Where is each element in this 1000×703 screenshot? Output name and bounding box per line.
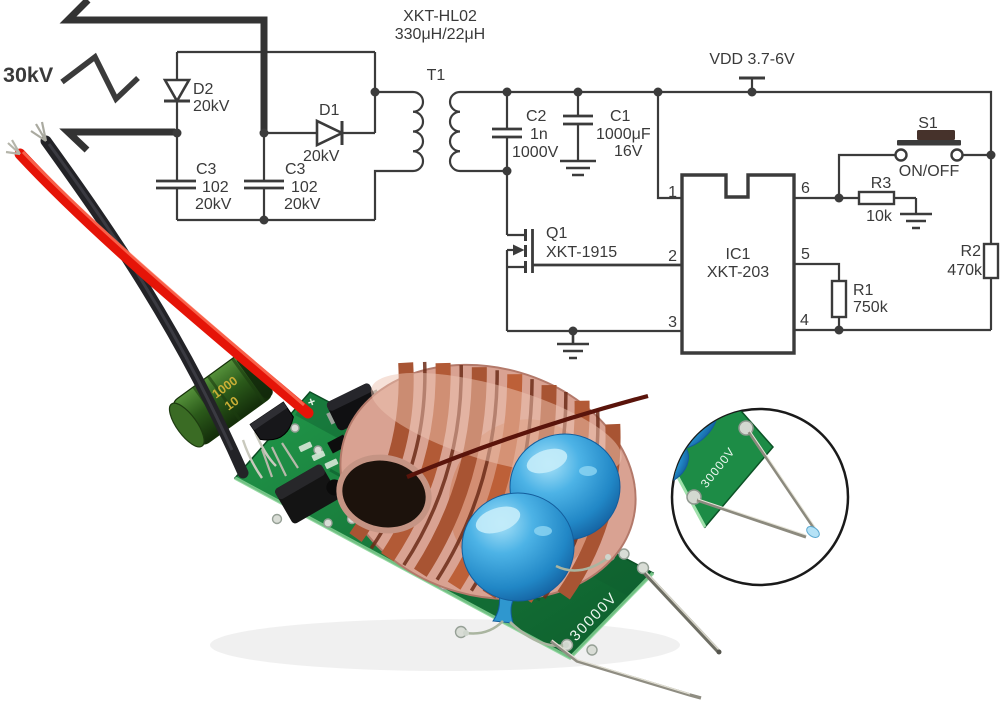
ic1-pin2-label: 2 [668,248,677,265]
q1-ref-label: Q1 [546,225,567,242]
t1-left-winding [412,90,425,173]
c3a-code-label: 102 [202,179,229,196]
electrode-pin-lower [549,639,702,700]
inset-lead-tip [806,526,820,538]
r2-value-label: 470k [947,262,983,279]
mosfet-q1 [505,229,534,331]
transformer-t1 [373,90,507,220]
inset-lead-1 [747,431,816,529]
switch-s1 [894,130,964,162]
capacitor-c1 [560,92,596,177]
r3-ref-label: R3 [871,175,892,192]
blue-cap-leads [465,556,609,648]
blue-capacitor-front [461,492,575,624]
diode-d2 [162,78,192,104]
hv-voltage-label: 30kV [3,63,54,87]
t1-ref-label: T1 [427,67,446,84]
ic1-body [680,173,796,355]
c1-ref-label: C1 [610,108,631,125]
ic1-part-label: XKT-203 [707,264,769,281]
d2-ref-label: D2 [193,81,214,98]
c3b-rating-label: 20kV [284,196,321,213]
d1-rating-label: 20kV [303,148,340,165]
electrode-top [59,0,268,130]
module-photo: + 30000V [5,121,722,700]
r3-ground [900,212,932,230]
c1-value-label: 1000μF [596,126,651,143]
diode-d1 [315,118,346,148]
s1-contact-left [894,148,908,162]
r2-ref-label: R2 [961,243,982,260]
t1-right-winding [448,90,461,173]
electrode-bottom [59,128,175,153]
hv-multiplier-wiring [175,50,377,222]
capacitor-c2 [492,92,522,235]
capacitor-c3a [156,179,196,190]
resistor-r2 [982,242,1000,330]
c3a-ref-label: C3 [196,161,217,178]
solder-blobs [463,554,611,648]
c1-rating-label: 16V [614,143,643,160]
junction-dots [172,87,996,336]
inset-pad-1 [738,420,754,436]
ecap-marking-voltage: 10 [222,394,242,414]
d2-rating-label: 20kV [193,98,230,115]
t1-part-label: XKT-HL02 [403,8,477,25]
pin1-wire [656,92,682,200]
vdd-label: VDD 3.7-6V [709,51,795,68]
coil-wire-lead [406,393,649,479]
q1-part-label: XKT-1915 [546,244,617,261]
board-shadow [210,619,680,671]
d1-ref-label: D1 [319,102,340,119]
r3-value-label: 10k [866,208,893,225]
s1-button-cap [917,130,955,140]
s1-ref-label: S1 [918,115,938,132]
c2-rating-label: 1000V [512,144,559,161]
s1-function-label: ON/OFF [899,163,960,180]
c2-value-label: 1n [530,126,548,143]
c3b-code-label: 102 [291,179,318,196]
c3b-ref-label: C3 [285,161,306,178]
ic1-pin5-label: 5 [801,246,810,263]
spark-zigzag-icon [60,52,140,104]
s1-actuator-bar [897,140,961,146]
capacitor-c3b [244,179,284,190]
c3a-rating-label: 20kV [195,196,232,213]
ecap-leads [241,431,277,479]
s1-contact-right [950,148,964,162]
t1-inductance-label: 330μH/22μH [395,26,485,43]
ic1-pin3-label: 3 [668,314,677,331]
inset-magnifier: 30000V [670,407,850,587]
to92-transistor [249,401,294,441]
t1-primary-bottom-lead [373,169,413,220]
output-wire-black [30,121,249,479]
red-wire-strands [5,139,21,156]
to92-leads [260,442,299,478]
pcb-edge-bevel [234,476,655,661]
coil-center-hole [336,454,432,534]
output-wire-red [5,139,314,419]
ic1-pin6-label: 6 [801,180,810,197]
inset-lead-2 [696,498,807,539]
schematic-labels: 30kV XKT-HL02 330μH/22μH T1 VDD 3.7-6V D… [3,8,983,331]
switch-feed-wire [837,153,895,198]
electrode-pin-upper [643,571,722,655]
black-wire-strands [30,121,48,142]
r1-value-label: 750k [853,299,889,316]
c2-ref-label: C2 [526,108,547,125]
ic1-pin4-label: 4 [800,312,809,329]
vdd-rail [460,90,993,245]
r1-ref-label: R1 [853,282,874,299]
ic1-ref-label: IC1 [726,246,751,263]
hv-electrodes [59,0,268,153]
ic1-pin1-label: 1 [668,184,677,201]
c1-ground [560,159,596,177]
q1-arrow [513,244,525,256]
schematic [156,50,1000,360]
